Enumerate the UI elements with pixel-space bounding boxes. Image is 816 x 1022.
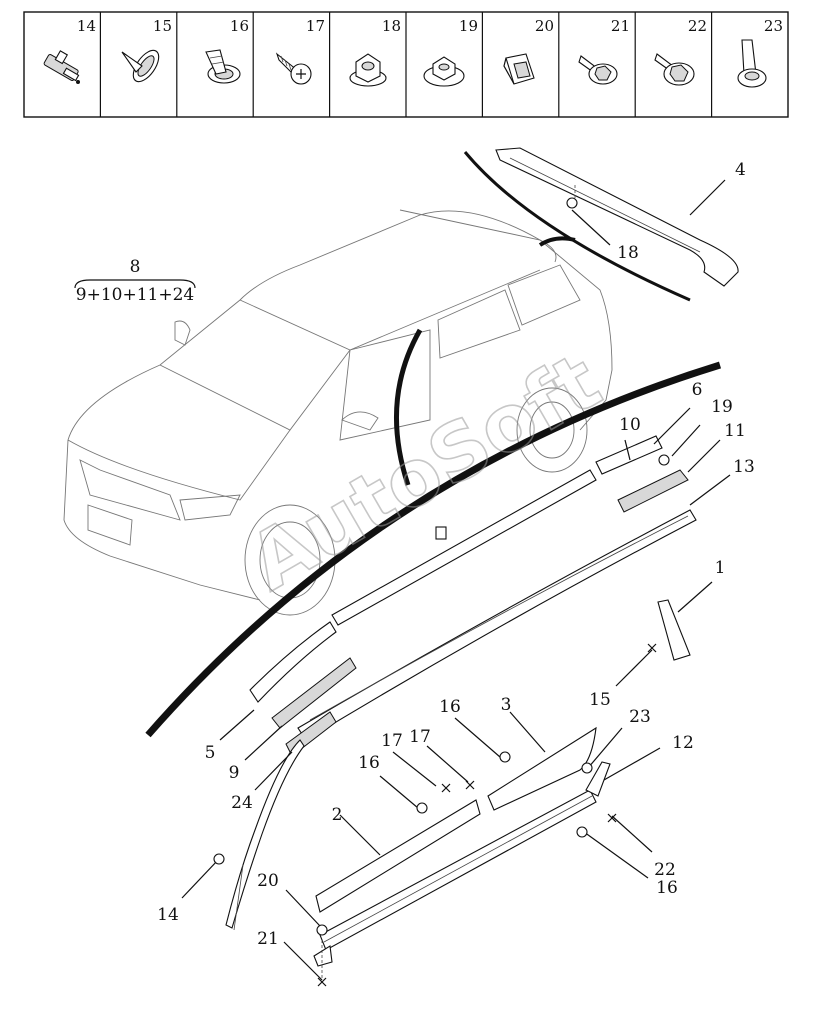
callout-number: 13 bbox=[733, 457, 755, 477]
callout-number: 24 bbox=[231, 793, 253, 813]
washer-screw-icon bbox=[578, 55, 618, 85]
assembly-label: 8 9+10+11+24 bbox=[74, 257, 196, 305]
callout-number: 21 bbox=[257, 929, 279, 949]
callout-numbers: 4 18 6 19 10 11 13 1 15 5 9 24 16 3 17 1… bbox=[157, 160, 755, 949]
cell-number: 15 bbox=[153, 17, 172, 35]
callout-number: 3 bbox=[501, 695, 512, 715]
callout-number: 15 bbox=[589, 690, 611, 710]
cell-number: 20 bbox=[535, 17, 554, 35]
callout-number: 20 bbox=[257, 871, 279, 891]
cell-number: 18 bbox=[382, 17, 401, 35]
tapping-screw-icon bbox=[275, 52, 312, 85]
callout-number: 4 bbox=[735, 160, 746, 180]
clip-nut-icon bbox=[503, 53, 535, 85]
callout-number: 2 bbox=[332, 805, 343, 825]
callout-number: 23 bbox=[629, 707, 651, 727]
section-divider-curves bbox=[145, 151, 722, 738]
cell-number: 17 bbox=[306, 17, 325, 35]
flange-nut-icon bbox=[423, 56, 465, 87]
cell-number: 21 bbox=[611, 17, 630, 35]
door-molding-parts bbox=[225, 599, 691, 967]
assembly-number: 8 bbox=[130, 257, 141, 277]
plastic-rivet-icon bbox=[737, 39, 767, 88]
assembly-components: 9+10+11+24 bbox=[76, 285, 194, 305]
callout-number: 19 bbox=[711, 397, 733, 417]
cell-number: 14 bbox=[77, 17, 96, 35]
callout-number: 11 bbox=[724, 421, 746, 441]
callout-number: 5 bbox=[205, 743, 216, 763]
callout-number: 10 bbox=[619, 415, 641, 435]
washer-screw-icon bbox=[654, 53, 695, 86]
callout-number: 6 bbox=[692, 380, 703, 400]
callout-number: 18 bbox=[617, 243, 639, 263]
callout-number: 16 bbox=[358, 753, 380, 773]
callout-number: 16 bbox=[656, 878, 678, 898]
vehicle-outline bbox=[63, 209, 613, 616]
callout-number: 9 bbox=[229, 763, 240, 783]
clip-fastener-icon bbox=[43, 50, 80, 84]
callout-number: 12 bbox=[672, 733, 694, 753]
cell-number: 23 bbox=[764, 17, 783, 35]
callout-number: 16 bbox=[439, 697, 461, 717]
callout-number: 1 bbox=[715, 558, 726, 578]
roof-spoiler bbox=[495, 147, 739, 287]
callout-number: 14 bbox=[157, 905, 179, 925]
fir-tree-clip-icon bbox=[205, 49, 241, 84]
push-rivet-icon bbox=[121, 49, 160, 83]
callout-number: 17 bbox=[381, 731, 403, 751]
fastener-table: 14 15 16 17 18 19 20 21 22 23 bbox=[23, 11, 789, 118]
callout-number: 22 bbox=[654, 860, 676, 880]
hex-flange-nut-icon bbox=[349, 53, 387, 87]
leader-lines bbox=[181, 179, 731, 981]
callout-number: 17 bbox=[409, 727, 431, 747]
cell-number: 16 bbox=[230, 17, 249, 35]
cell-number: 19 bbox=[459, 17, 478, 35]
callout-markers bbox=[213, 197, 670, 987]
cell-number: 22 bbox=[688, 17, 707, 35]
